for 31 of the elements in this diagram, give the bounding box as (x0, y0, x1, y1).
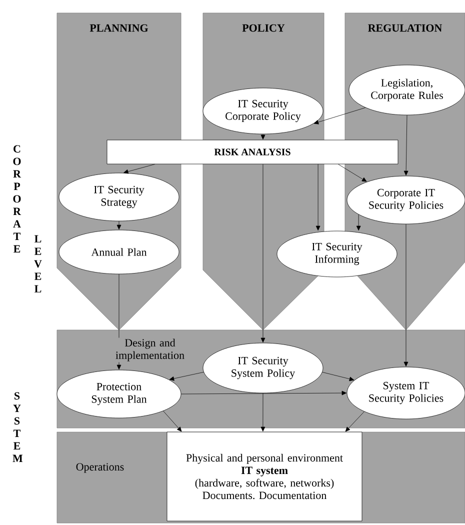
ellipse-node: IT Security System Policy (202, 342, 324, 394)
ellipse-node: Corporate IT Security Policies (346, 176, 465, 224)
ellipse-node: IT Security Strategy (58, 172, 180, 222)
text-box: Physical and personal environment IT system (hardware, software, networks) Documents. Documentation (166, 432, 362, 522)
edge-label: Design and implementation (105, 338, 195, 362)
text-box: RISK ANALYSIS (106, 140, 398, 164)
ellipse-node: Protection System Plan (56, 370, 182, 418)
arrow (181, 390, 346, 396)
arrow (314, 107, 366, 124)
arrow (404, 224, 408, 367)
arrow (345, 411, 364, 432)
arrow (404, 115, 408, 176)
side-label: C O R P O R A T E (13, 145, 22, 252)
arrow (116, 221, 122, 230)
arrow (356, 214, 361, 231)
ellipse-node: IT Security Informing (276, 230, 398, 278)
arrow (260, 393, 266, 432)
side-label: S Y S T E M (12, 392, 23, 462)
arrow (124, 164, 156, 174)
arrow (260, 164, 266, 343)
ellipse-node: Annual Plan (58, 230, 180, 274)
arrow (169, 372, 204, 381)
arrow (322, 372, 354, 382)
arrow (338, 164, 367, 182)
ellipse-node: IT Security Corporate Policy (202, 88, 324, 134)
side-label: L E V E L (34, 235, 42, 292)
ellipse-node: System IT Security Policies (346, 366, 465, 420)
arrow (163, 410, 182, 432)
arrow (260, 134, 266, 140)
ellipse-node: Legislation, Corporate Rules (348, 64, 465, 116)
arrow (316, 164, 320, 231)
